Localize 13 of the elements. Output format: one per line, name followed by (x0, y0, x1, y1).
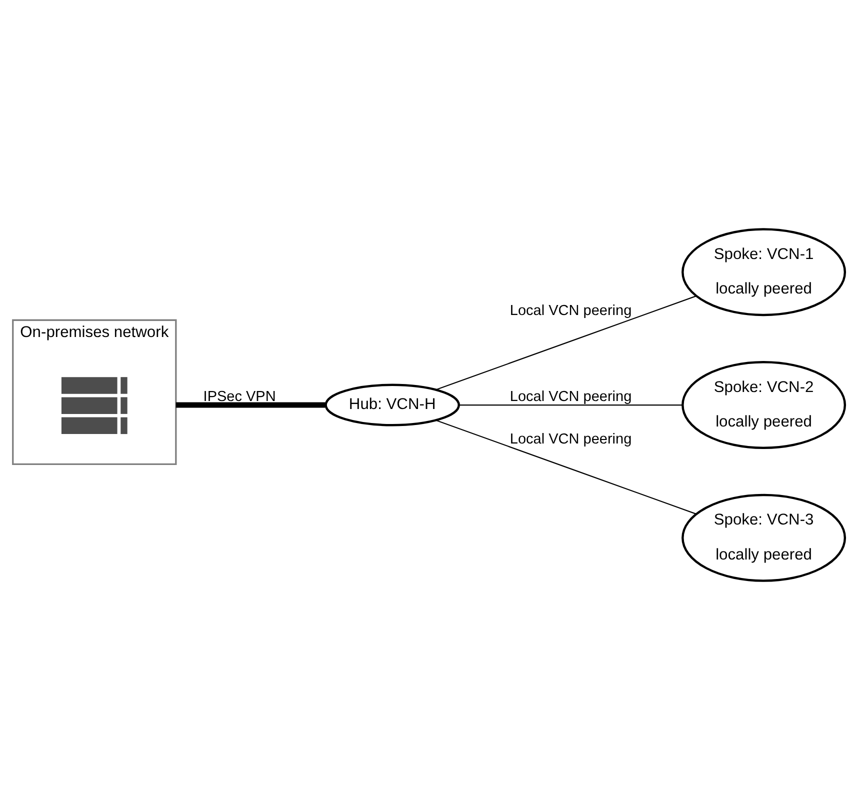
node-ellipse: Spoke: VCN-3 locally peered (682, 494, 846, 582)
cluster: On-premises network (12, 319, 177, 466)
node-ellipse: Spoke: VCN-2 locally peered (682, 361, 846, 449)
edge-label: IPSec VPN (203, 388, 276, 405)
connector (459, 404, 682, 406)
node-ellipse: Hub: VCN-H (324, 384, 460, 426)
edge-label: Local VCN peering (510, 388, 632, 405)
node-ellipse: Spoke: VCN-1 locally peered (682, 228, 846, 316)
connector (176, 402, 326, 408)
edge-label: Local VCN peering (510, 431, 632, 448)
connector (436, 420, 696, 514)
edge-label: Local VCN peering (510, 302, 632, 319)
connector (436, 296, 696, 390)
